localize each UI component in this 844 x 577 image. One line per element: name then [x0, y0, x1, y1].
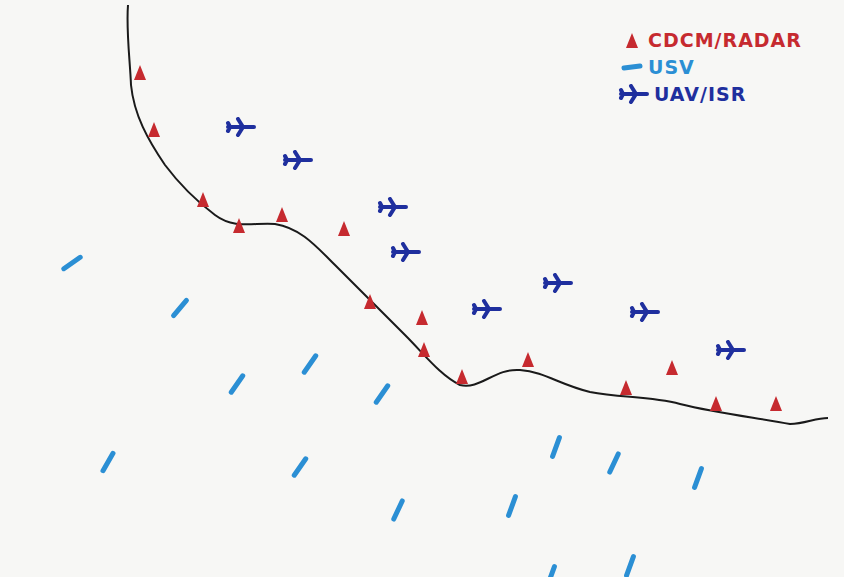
radar-triangle	[456, 369, 468, 384]
usv-dash	[509, 497, 516, 516]
radar-triangle	[522, 352, 534, 367]
usv-dash	[304, 356, 315, 372]
radar-triangle	[197, 192, 209, 207]
uav-plane	[632, 304, 658, 320]
radar-triangle	[710, 396, 722, 411]
radar-triangle	[364, 294, 376, 309]
usv-dash	[394, 501, 402, 519]
usv-dash	[695, 469, 702, 488]
radar-triangle	[276, 207, 288, 222]
radar-triangle	[233, 218, 245, 233]
usv-dash	[627, 557, 634, 576]
radar-triangle	[418, 342, 430, 357]
usv-dash	[610, 454, 618, 472]
usv-dash	[624, 66, 640, 68]
uav-plane	[285, 152, 311, 168]
uav-plane	[545, 275, 571, 291]
legend-label: USV	[648, 56, 695, 78]
usv-dash	[103, 453, 113, 470]
coastline	[127, 5, 828, 424]
radar-triangle	[620, 380, 632, 395]
usv-dash	[174, 300, 187, 315]
usv-dash	[548, 567, 555, 577]
uav-plane	[393, 244, 419, 260]
radar-triangle	[338, 221, 350, 236]
legend-label: CDCM/RADAR	[648, 29, 802, 51]
uav-plane	[621, 86, 647, 102]
usv-dash	[294, 459, 305, 475]
legend-label: UAV/ISR	[654, 83, 746, 105]
radar-triangle	[770, 396, 782, 411]
radar-triangle	[134, 65, 146, 80]
legend-samples	[621, 33, 647, 102]
radar-triangle	[148, 122, 160, 137]
uav-plane	[718, 342, 744, 358]
usv-dash	[64, 257, 80, 268]
usv-dash	[553, 438, 560, 457]
radar-triangle	[416, 310, 428, 325]
usv-dash	[231, 376, 242, 392]
usv-dash	[376, 386, 387, 402]
radar-triangle	[626, 33, 638, 48]
radar-triangle	[666, 360, 678, 375]
uav-plane	[474, 301, 500, 317]
uav-plane	[380, 199, 406, 215]
uav-plane	[228, 119, 254, 135]
